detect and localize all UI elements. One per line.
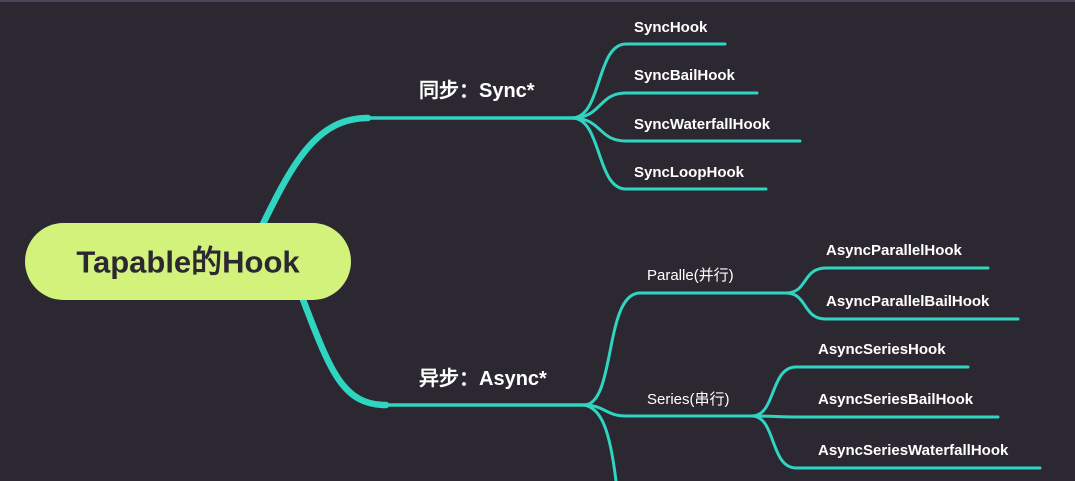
connector-root-sync (258, 114, 372, 230)
connector-sync-synclooptook (570, 116, 768, 191)
node-syncbailhook: SyncBailHook (634, 67, 736, 84)
connector-sync-syncbailhook (570, 91, 759, 120)
node-asyncserieshook: AsyncSeriesHook (818, 341, 946, 358)
node-asyncparallelbailhook: AsyncParallelBailHook (826, 293, 990, 310)
connector-async-parallel (582, 291, 792, 407)
node-sync: 同步：Sync* (419, 79, 535, 102)
node-synchook: SyncHook (634, 19, 708, 36)
connectors (258, 42, 1042, 481)
node-syncwaterfallhook: SyncWaterfallHook (634, 116, 771, 133)
connector-parallel-asyncparallelhook (784, 266, 990, 295)
connector-sync-synchook (570, 42, 727, 120)
root-node-pill (25, 223, 351, 300)
node-asyncparallelhook: AsyncParallelHook (826, 242, 963, 259)
node-asyncserieswaterfallhook: AsyncSeriesWaterfallHook (818, 442, 1009, 459)
node-series: Series(串行) (647, 391, 730, 408)
connector-series-asyncseriesbailhook (750, 414, 1000, 419)
node-synclooptook: SyncLoopHook (634, 164, 745, 181)
connector-parallel-asyncparallelbailhook (784, 291, 1020, 321)
top-border (0, 0, 1075, 2)
connector-root-async (298, 293, 390, 409)
root-node: Tapable的Hook (25, 223, 351, 300)
node-parallel: Paralle(并行) (647, 267, 734, 284)
connector-series-asyncserieshook (750, 365, 970, 418)
root-node-label: Tapable的Hook (76, 245, 300, 280)
connector-series-asyncserieswaterfallhook (750, 414, 1042, 470)
connector-async-offscreen (582, 403, 618, 481)
node-async: 异步：Async* (419, 367, 547, 390)
node-asyncseriesbailhook: AsyncSeriesBailHook (818, 391, 974, 408)
